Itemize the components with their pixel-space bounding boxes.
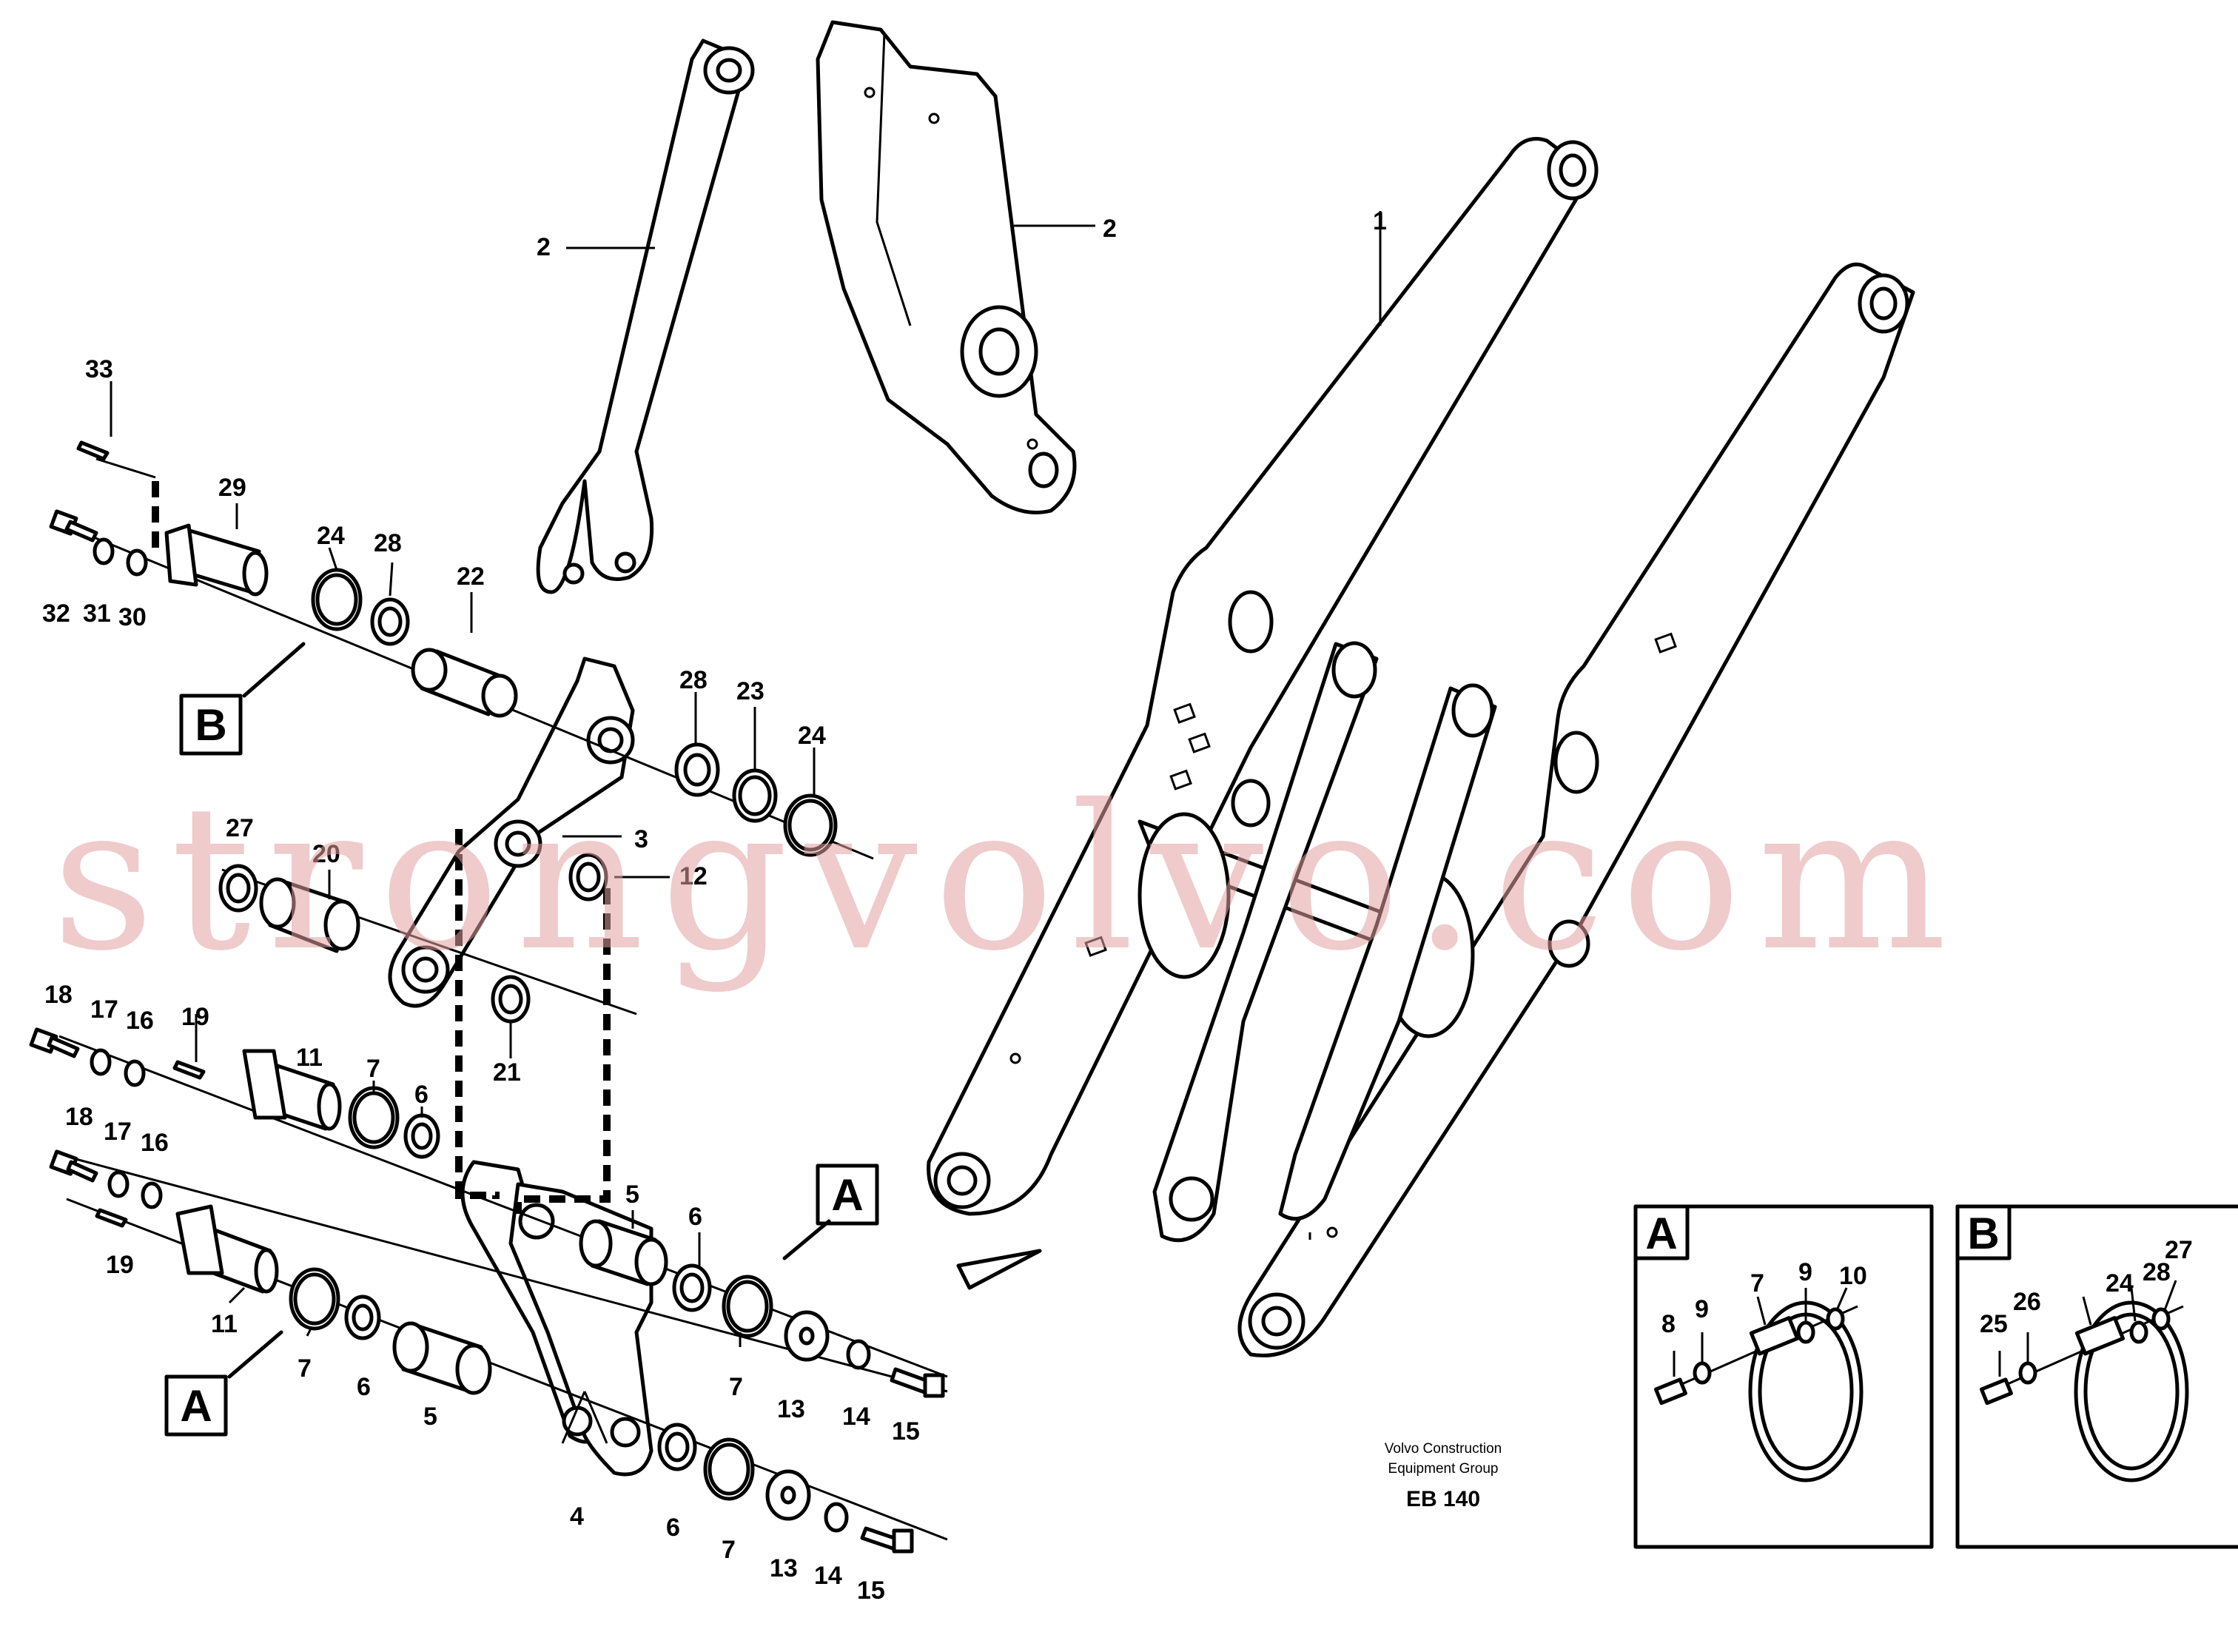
view-marker-a-right: A [831, 1170, 863, 1220]
callout-18-lower: 18 [65, 1103, 93, 1131]
detail-box-a-title: A [1645, 1209, 1677, 1258]
drawing-code: EB 140 [1406, 1487, 1480, 1511]
callout-26: 26 [2013, 1288, 2041, 1316]
callout-11-lower: 11 [211, 1310, 238, 1338]
callout-14-lower: 14 [814, 1562, 842, 1590]
callout-19-lower: 19 [106, 1251, 134, 1279]
callout-6-lower: 6 [666, 1514, 680, 1542]
callout-7-upper: 7 [366, 1055, 380, 1083]
callout-28-b: 28 [2143, 1258, 2171, 1286]
callout-17-upper: 17 [90, 995, 118, 1024]
callout-12: 12 [679, 862, 708, 890]
callout-1: 1 [1373, 207, 1387, 235]
callout-30: 30 [118, 603, 147, 631]
callout-10: 10 [1839, 1262, 1867, 1290]
callout-16-upper: 16 [126, 1007, 154, 1035]
callout-7-a: 7 [1750, 1269, 1764, 1297]
detail-box-b: B [1955, 1204, 2238, 1549]
callout-13-upper: 13 [777, 1395, 805, 1423]
callout-15-lower: 15 [857, 1577, 885, 1605]
callout-4: 4 [570, 1502, 584, 1531]
callout-24-right: 24 [798, 722, 826, 750]
callout-5-left: 5 [423, 1403, 437, 1431]
view-marker-a-left: A [180, 1381, 212, 1431]
callout-28-right: 28 [679, 666, 708, 694]
callout-20: 20 [312, 840, 340, 868]
callout-27-b: 27 [2165, 1236, 2193, 1264]
link-arm-right [816, 20, 1077, 514]
leader-lines [110, 211, 1382, 1444]
callout-15-upper: 15 [892, 1417, 920, 1446]
callout-11-upper: 11 [296, 1044, 323, 1072]
callout-23: 23 [736, 677, 765, 705]
callout-18-upper: 18 [44, 981, 73, 1009]
view-markers: B A A [164, 694, 879, 1437]
callout-numbers: 1 2 2 3 4 5 5 6 6 6 6 7 7 7 7 8 9 9 10 7… [42, 207, 2193, 1605]
publisher-block: Volvo Construction Equipment Group EB 14… [1385, 1441, 1502, 1511]
detail-box-b-title: B [1967, 1209, 1999, 1258]
callout-33: 33 [85, 355, 113, 383]
view-marker-b: B [195, 700, 226, 750]
callout-27-left: 27 [226, 814, 254, 842]
callout-2-left: 2 [537, 233, 551, 261]
callout-5-right: 5 [625, 1181, 639, 1209]
watermark: strongvolvo.com [52, 762, 1963, 995]
callout-6-left: 6 [357, 1373, 371, 1401]
callout-31: 31 [83, 600, 111, 628]
callout-25: 25 [1980, 1310, 2008, 1338]
link-plates [460, 1160, 653, 1477]
publisher-line2: Equipment Group [1388, 1461, 1499, 1477]
callout-28-top: 28 [374, 529, 402, 557]
callout-24-b: 24 [2106, 1269, 2134, 1297]
callout-29: 29 [218, 474, 246, 502]
callout-7-lower: 7 [722, 1536, 736, 1564]
bell-crank [388, 657, 635, 1008]
callout-17-lower: 17 [104, 1118, 132, 1146]
callout-8: 8 [1661, 1310, 1676, 1338]
callout-6-right: 6 [688, 1203, 702, 1231]
callout-24-top: 24 [317, 522, 345, 550]
publisher-line1: Volvo Construction [1385, 1441, 1502, 1457]
callout-21: 21 [493, 1058, 521, 1087]
callout-7-right: 7 [729, 1373, 743, 1401]
callout-9-a2: 9 [1798, 1258, 1812, 1286]
callout-7-left: 7 [298, 1354, 312, 1383]
callout-6-upper: 6 [414, 1081, 429, 1109]
callout-19-upper: 19 [181, 1003, 209, 1031]
callout-2-right: 2 [1103, 215, 1117, 243]
callout-9-a1: 9 [1695, 1295, 1709, 1323]
link-arm-left [536, 38, 755, 594]
callout-16-lower: 16 [141, 1129, 169, 1157]
callout-22: 22 [457, 563, 485, 591]
callout-3: 3 [634, 825, 648, 853]
callout-14-upper: 14 [842, 1403, 870, 1431]
detail-box-a: A [1633, 1204, 1934, 1549]
lift-arm-frame [927, 137, 1915, 1357]
callout-32: 32 [42, 600, 70, 628]
hardware-pins-bushes [29, 440, 945, 1554]
callout-13-lower: 13 [770, 1554, 798, 1582]
